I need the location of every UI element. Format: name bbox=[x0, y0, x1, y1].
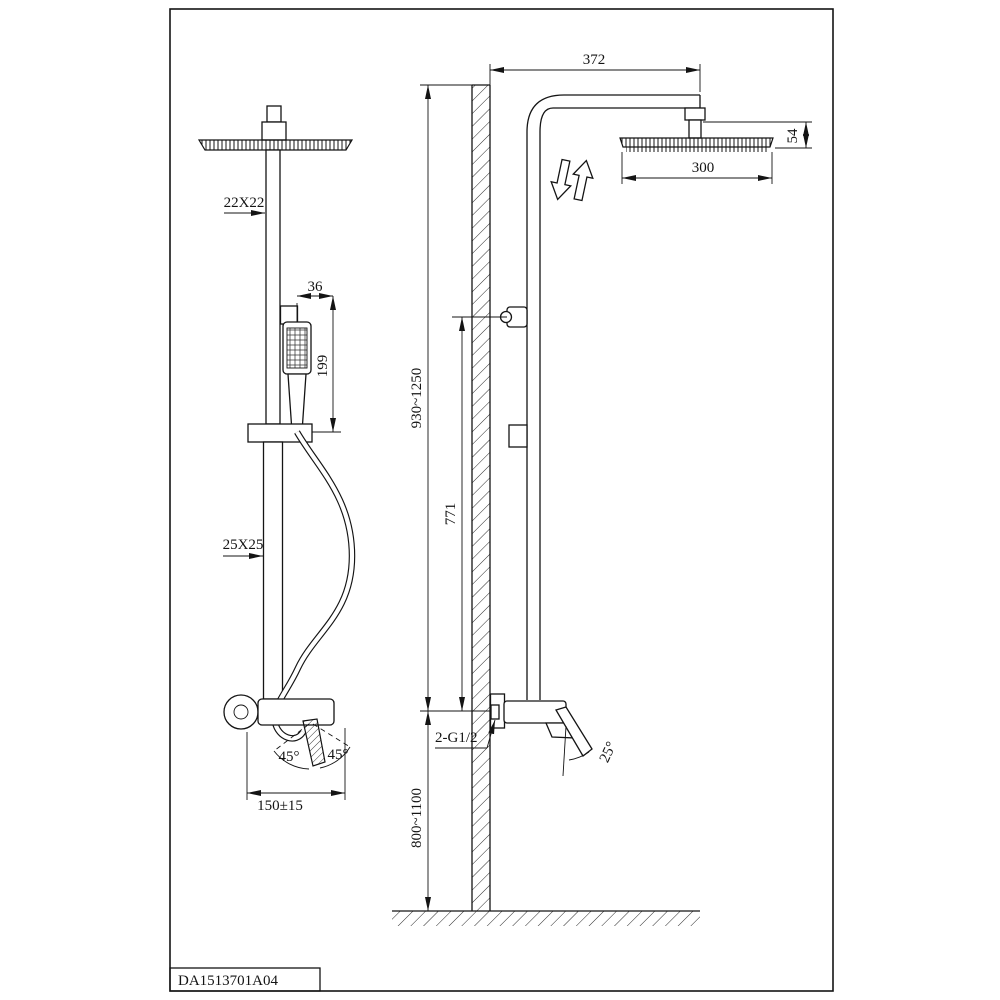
dim-arm-reach: 372 bbox=[489, 52, 701, 92]
height-adjust-arrows-icon bbox=[550, 158, 594, 202]
head-fitting bbox=[266, 105, 282, 123]
dim-valve-height: 800~1100 bbox=[409, 711, 431, 911]
dim-inlet-distance: 150±15 bbox=[246, 728, 346, 814]
hand-shower-front bbox=[282, 321, 312, 433]
mixer-handle-side bbox=[555, 706, 593, 757]
mixer-valve-side: 25° bbox=[489, 693, 620, 777]
side-view: 25° 372 300 54 930~1250 bbox=[392, 52, 812, 926]
dim-column-height: 930~1250 bbox=[409, 84, 490, 712]
dim-handshower-width: 36 bbox=[296, 279, 333, 322]
dim-angle-right-label: 45° bbox=[328, 747, 349, 763]
dim-valve-height-label: 800~1100 bbox=[409, 788, 425, 848]
part-number: DA1513701A04 bbox=[178, 973, 278, 989]
dim-handle-angle-label: 25° bbox=[597, 739, 620, 765]
dim-bracket-height-label: 771 bbox=[443, 503, 459, 526]
dim-column-height-label: 930~1250 bbox=[409, 368, 425, 429]
rain-shower-head-side bbox=[619, 137, 774, 152]
dim-handshower-length: 199 bbox=[308, 296, 341, 433]
drawing-border: DA1513701A04 bbox=[169, 8, 834, 992]
head-fitting-flange bbox=[261, 121, 287, 141]
dim-bracket-height: 771 bbox=[443, 316, 507, 711]
dim-inlet-thread-label: 2-G1/2 bbox=[435, 730, 478, 746]
mixer-valve-front: 45° 45° bbox=[223, 694, 351, 770]
wall-section bbox=[471, 84, 491, 911]
dim-inlet-thread: 2-G1/2 bbox=[435, 719, 496, 749]
column-side bbox=[526, 94, 706, 700]
lower-column-pipe bbox=[262, 441, 284, 700]
dim-arm-reach-label: 372 bbox=[583, 52, 606, 68]
dim-head-thickness-label: 54 bbox=[785, 128, 801, 144]
shower-hose bbox=[271, 430, 356, 742]
dim-head-thickness: 54 bbox=[703, 121, 812, 149]
dim-inlet-distance-label: 150±15 bbox=[257, 798, 303, 814]
arm-fitting bbox=[684, 107, 706, 121]
rain-shower-head-front bbox=[197, 139, 354, 151]
title-block bbox=[169, 967, 321, 992]
dim-angle-left-label: 45° bbox=[279, 749, 300, 765]
floor-section bbox=[392, 910, 700, 926]
dim-handshower-length-label: 199 bbox=[315, 355, 331, 378]
front-view: 22X22 36 199 25X25 bbox=[197, 105, 356, 814]
dim-handshower-width-label: 36 bbox=[308, 279, 324, 295]
dim-pipe-lower-label: 25X25 bbox=[223, 537, 264, 553]
inlet-connector bbox=[490, 704, 500, 720]
dim-pipe-upper: 22X22 bbox=[224, 195, 265, 216]
slider-bracket-side bbox=[508, 424, 528, 448]
dim-head-width-label: 300 bbox=[692, 160, 715, 176]
dim-head-width: 300 bbox=[621, 152, 773, 184]
mixer-handle-front bbox=[302, 718, 326, 767]
handshower-bracket bbox=[279, 305, 299, 325]
dim-pipe-upper-label: 22X22 bbox=[224, 195, 265, 211]
upper-column-pipe bbox=[265, 149, 281, 425]
arm-stub bbox=[688, 119, 702, 139]
dim-pipe-lower: 25X25 bbox=[223, 537, 264, 559]
